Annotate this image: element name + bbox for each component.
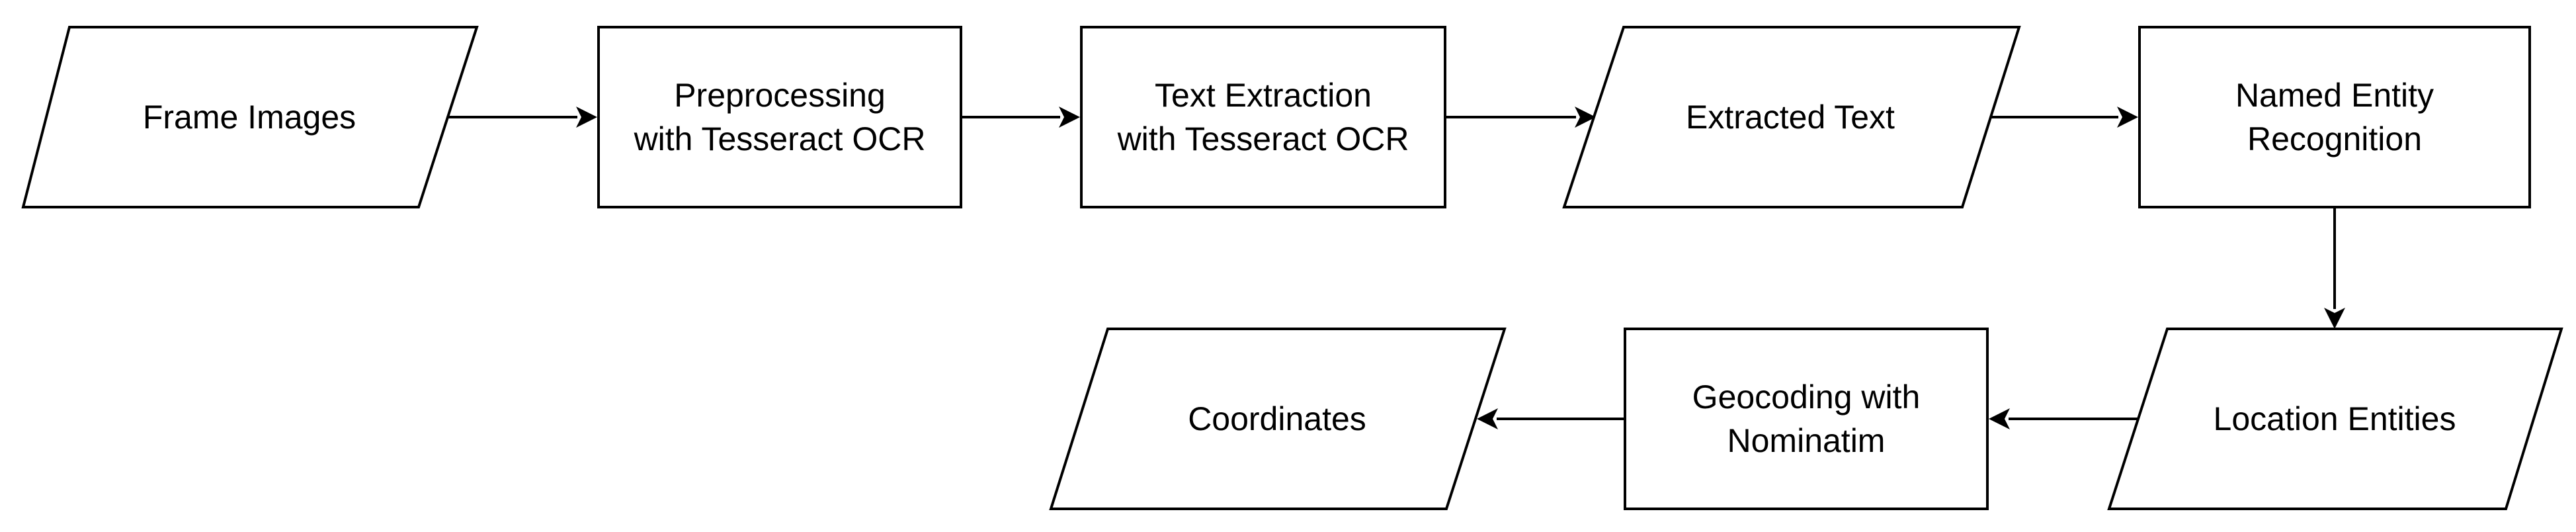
node-coordinates: Coordinates	[1049, 328, 1507, 510]
node-label-preprocessing-line-1: Preprocessing	[674, 77, 886, 114]
node-preprocessing: Preprocessing with Tesseract OCR	[597, 26, 962, 208]
node-text-extraction: Text Extraction with Tesseract OCR	[1080, 26, 1446, 208]
node-extracted-text: Extracted Text	[1562, 26, 2021, 208]
node-geocoding: Geocoding with Nominatim	[1624, 328, 1989, 510]
edges	[448, 107, 2345, 429]
node-label-coordinates: Coordinates	[1188, 400, 1366, 437]
node-label-text-extraction-line-1: Text Extraction	[1155, 77, 1372, 114]
node-location-entities: Location Entities	[2107, 328, 2563, 510]
edge-preprocessing-to-text-extraction	[961, 107, 1080, 128]
node-label-geocoding-line-1: Geocoding with	[1692, 378, 1921, 416]
edge-frame-images-to-preprocessing	[448, 107, 597, 128]
node-label-ner-line-2: Recognition	[2247, 120, 2422, 157]
node-label-location-entities: Location Entities	[2214, 400, 2456, 437]
node-label-frame-images: Frame Images	[143, 99, 356, 136]
node-label-text-extraction-line-2: with Tesseract OCR	[1117, 120, 1409, 157]
node-label-preprocessing-line-2: with Tesseract OCR	[634, 120, 926, 157]
edge-extracted-text-to-ner	[1991, 107, 2138, 128]
edge-geocoding-to-coordinates	[1477, 408, 1625, 429]
node-label-ner-line-1: Named Entity	[2235, 77, 2434, 114]
node-ner: Named Entity Recognition	[2138, 26, 2531, 208]
edge-ner-to-location-entities	[2324, 207, 2345, 329]
edge-location-entities-to-geocoding	[1989, 408, 2140, 429]
node-frame-images: Frame Images	[21, 26, 479, 208]
node-label-geocoding-line-2: Nominatim	[1727, 422, 1886, 459]
edge-text-extraction-to-extracted-text	[1445, 107, 1596, 128]
node-label-extracted-text: Extracted Text	[1686, 99, 1895, 136]
